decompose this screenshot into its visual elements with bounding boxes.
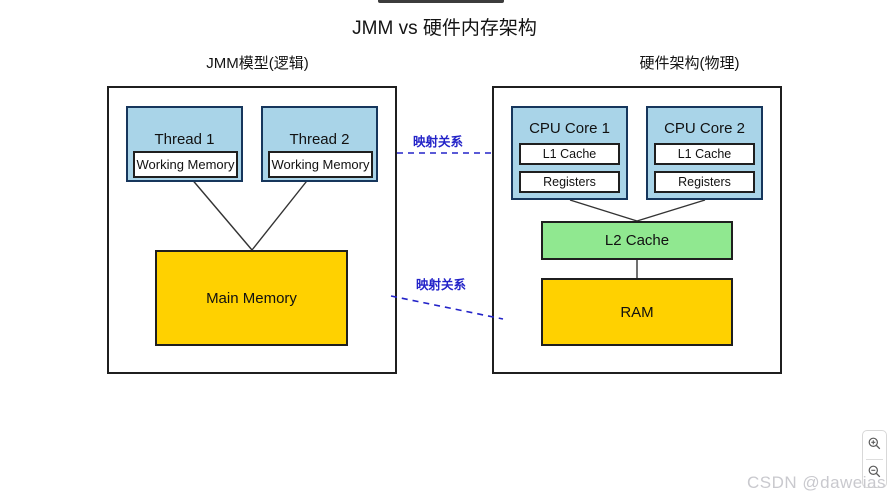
ram-label: RAM (620, 303, 654, 321)
l1-cache-1-box: L1 Cache (519, 143, 620, 165)
registers-1-label: Registers (543, 175, 596, 189)
thread-2-box: Thread 2 Working Memory (261, 106, 378, 182)
top-partial-bar (378, 0, 504, 3)
thread-1-box: Thread 1 Working Memory (126, 106, 243, 182)
zoom-panel-divider (866, 458, 883, 460)
cpu-core-2-label: CPU Core 2 (664, 120, 745, 137)
l2-cache-label: L2 Cache (604, 232, 670, 249)
zoom-in-icon (868, 437, 881, 453)
registers-2-box: Registers (654, 171, 755, 193)
ram-box: RAM (541, 278, 733, 346)
working-memory-2-box: Working Memory (268, 151, 373, 178)
l2-cache-box: L2 Cache (541, 221, 733, 260)
thread-2-label: Thread 2 (289, 131, 350, 148)
zoom-out-button[interactable] (864, 462, 885, 484)
mapping-dashed-line-2 (390, 295, 504, 320)
main-memory-label: Main Memory (206, 289, 297, 307)
cpu-core-1-box: CPU Core 1 L1 Cache Registers (511, 106, 628, 200)
zoom-out-icon (868, 465, 881, 481)
left-section-heading: JMM模型(逻辑) (206, 55, 309, 72)
zoom-controls-panel (862, 430, 887, 488)
l1-cache-2-box: L1 Cache (654, 143, 755, 165)
mapping-label-2: 映射关系 (415, 278, 466, 292)
working-memory-1-box: Working Memory (133, 151, 238, 178)
main-memory-box: Main Memory (155, 250, 348, 346)
mapping-label-1: 映射关系 (412, 135, 463, 149)
registers-1-box: Registers (519, 171, 620, 193)
l1-cache-2-label: L1 Cache (677, 147, 732, 161)
registers-2-label: Registers (678, 175, 731, 189)
zoom-in-button[interactable] (864, 434, 885, 456)
cpu-core-1-label: CPU Core 1 (529, 120, 610, 137)
thread-1-label: Thread 1 (154, 131, 215, 148)
l1-cache-1-label: L1 Cache (542, 147, 597, 161)
working-memory-1-label: Working Memory (136, 157, 235, 172)
right-section-heading: 硬件架构(物理) (639, 55, 740, 72)
cpu-core-2-box: CPU Core 2 L1 Cache Registers (646, 106, 763, 200)
working-memory-2-label: Working Memory (271, 157, 370, 172)
csdn-watermark: CSDN @daweias (746, 473, 886, 492)
diagram-title: JMM vs 硬件内存架构 (352, 18, 537, 39)
